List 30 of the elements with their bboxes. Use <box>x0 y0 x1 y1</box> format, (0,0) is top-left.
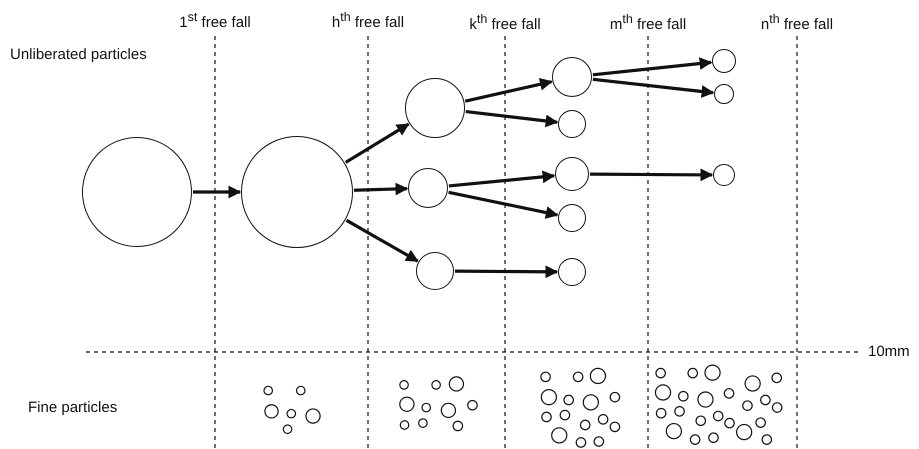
arrow <box>344 122 410 164</box>
particle-circle <box>558 204 586 232</box>
column-heading: n$^{th}$ free fall <box>760 12 834 33</box>
particle-circle <box>555 157 589 191</box>
arrow <box>466 110 558 128</box>
column-heading: 1$^{st}$ free fall <box>179 10 251 31</box>
row-label: Unliberated particles <box>10 46 147 63</box>
arrow <box>346 218 419 262</box>
particle-circle <box>558 258 586 286</box>
particle-circle <box>713 164 735 186</box>
arrow <box>454 265 558 278</box>
particle-circle <box>416 252 454 290</box>
arrow <box>592 57 712 76</box>
column-heading: m$^{th}$ free fall <box>610 12 686 33</box>
column-heading: k$^{th}$ free fall <box>469 12 541 33</box>
column-heading: h$^{th}$ free fall <box>332 10 404 31</box>
arrow <box>590 168 714 182</box>
particle-circle <box>714 84 734 104</box>
particle-circle <box>552 57 592 97</box>
arrow <box>464 78 553 103</box>
particle-circle <box>408 168 448 208</box>
arrow <box>448 190 559 219</box>
particle-circle <box>712 49 736 73</box>
arrow <box>354 182 408 196</box>
row-label: Fine particles <box>28 399 118 416</box>
arrow <box>592 78 714 98</box>
arrow <box>193 186 242 198</box>
particle-circle <box>558 110 586 138</box>
scale-label: 10mm <box>868 343 910 360</box>
arrow <box>448 170 556 188</box>
